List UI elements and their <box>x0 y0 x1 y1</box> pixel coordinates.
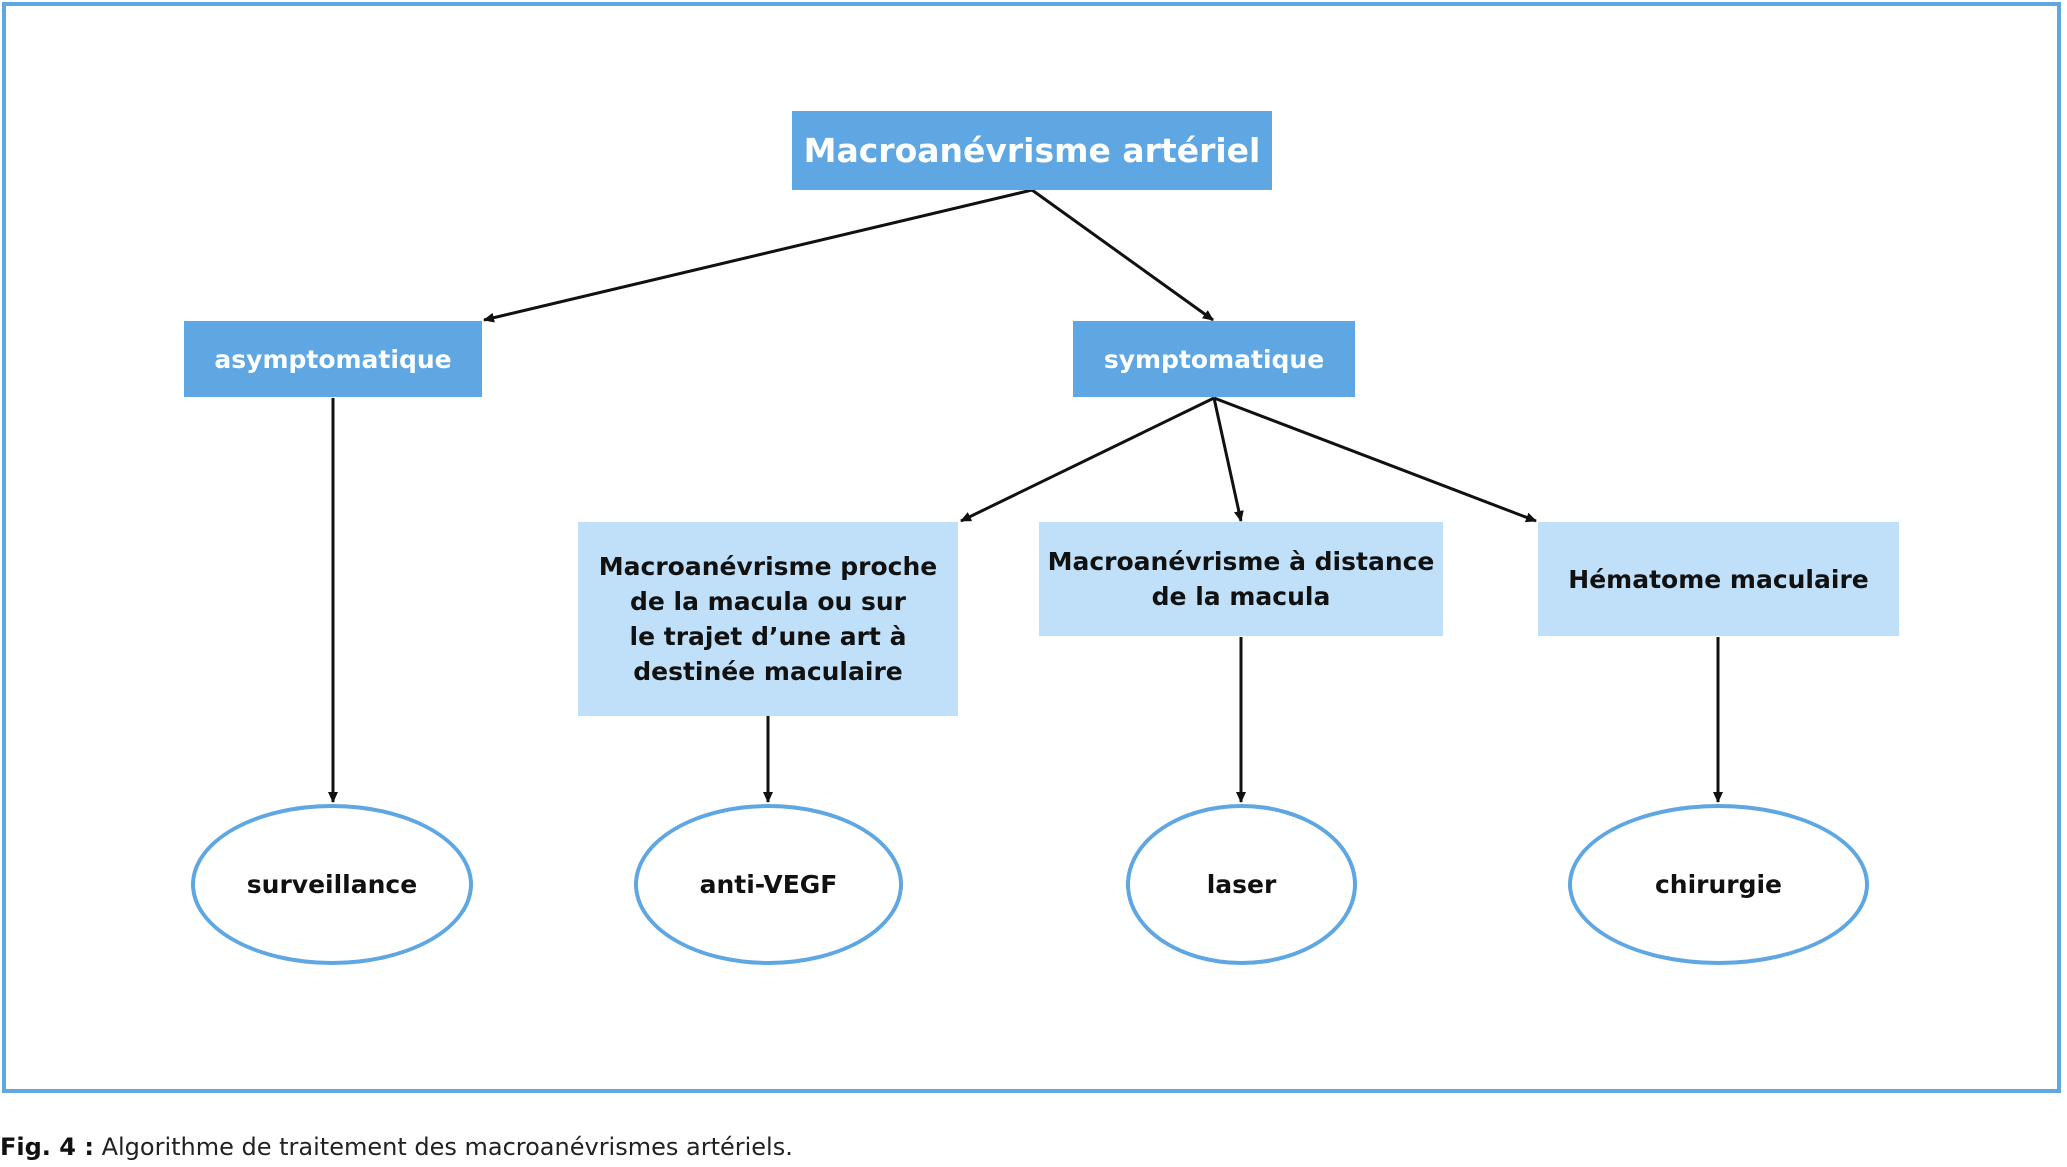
figure-caption: Fig. 4 : Algorithme de traitement des ma… <box>0 1133 793 1161</box>
edge-root-to-asymptomatic <box>483 188 1033 323</box>
edge-symptomatic-to-hematoma <box>1213 396 1537 523</box>
laser-node-label: laser <box>1206 870 1277 899</box>
surgery-node-oval: chirurgie <box>1568 804 1869 965</box>
root-node-box: Macroanévrisme artériel <box>792 111 1272 190</box>
asymptomatic-node-box: asymptomatique <box>184 321 482 397</box>
hematoma-node-box: Hématome maculaire <box>1538 522 1899 636</box>
caption-text: Algorithme de traitement des macroanévri… <box>101 1133 793 1161</box>
asymptomatic-node-label: asymptomatique <box>214 344 452 374</box>
far-macula-node-box: Macroanévrisme à distance de la macula <box>1039 522 1443 636</box>
symptomatic-node-label: symptomatique <box>1103 344 1325 374</box>
root-node-label: Macroanévrisme artériel <box>803 131 1261 170</box>
edge-symptomatic-to-far-macula <box>1212 397 1244 522</box>
diagram-frame <box>2 2 2061 1093</box>
symptomatic-node-box: symptomatique <box>1073 321 1355 397</box>
near-macula-node-box: Macroanévrisme proche de la macula ou su… <box>578 522 958 716</box>
anti-vegf-node-label: anti-VEGF <box>699 870 838 899</box>
anti-vegf-node-oval: anti-VEGF <box>634 804 903 965</box>
far-macula-node-label: Macroanévrisme à distance de la macula <box>1047 547 1435 611</box>
caption-figure-label: Fig. 4 : <box>0 1133 94 1161</box>
hematoma-node-label: Hématome maculaire <box>1568 564 1869 594</box>
edge-root-to-symptomatic <box>1031 188 1214 322</box>
surveillance-node-oval: surveillance <box>191 804 473 965</box>
near-macula-node-label: Macroanévrisme proche de la macula ou su… <box>598 552 938 686</box>
surgery-node-label: chirurgie <box>1654 870 1783 899</box>
surveillance-node-label: surveillance <box>246 870 418 899</box>
laser-node-oval: laser <box>1126 804 1357 965</box>
edge-symptomatic-to-near-macula <box>960 396 1215 523</box>
